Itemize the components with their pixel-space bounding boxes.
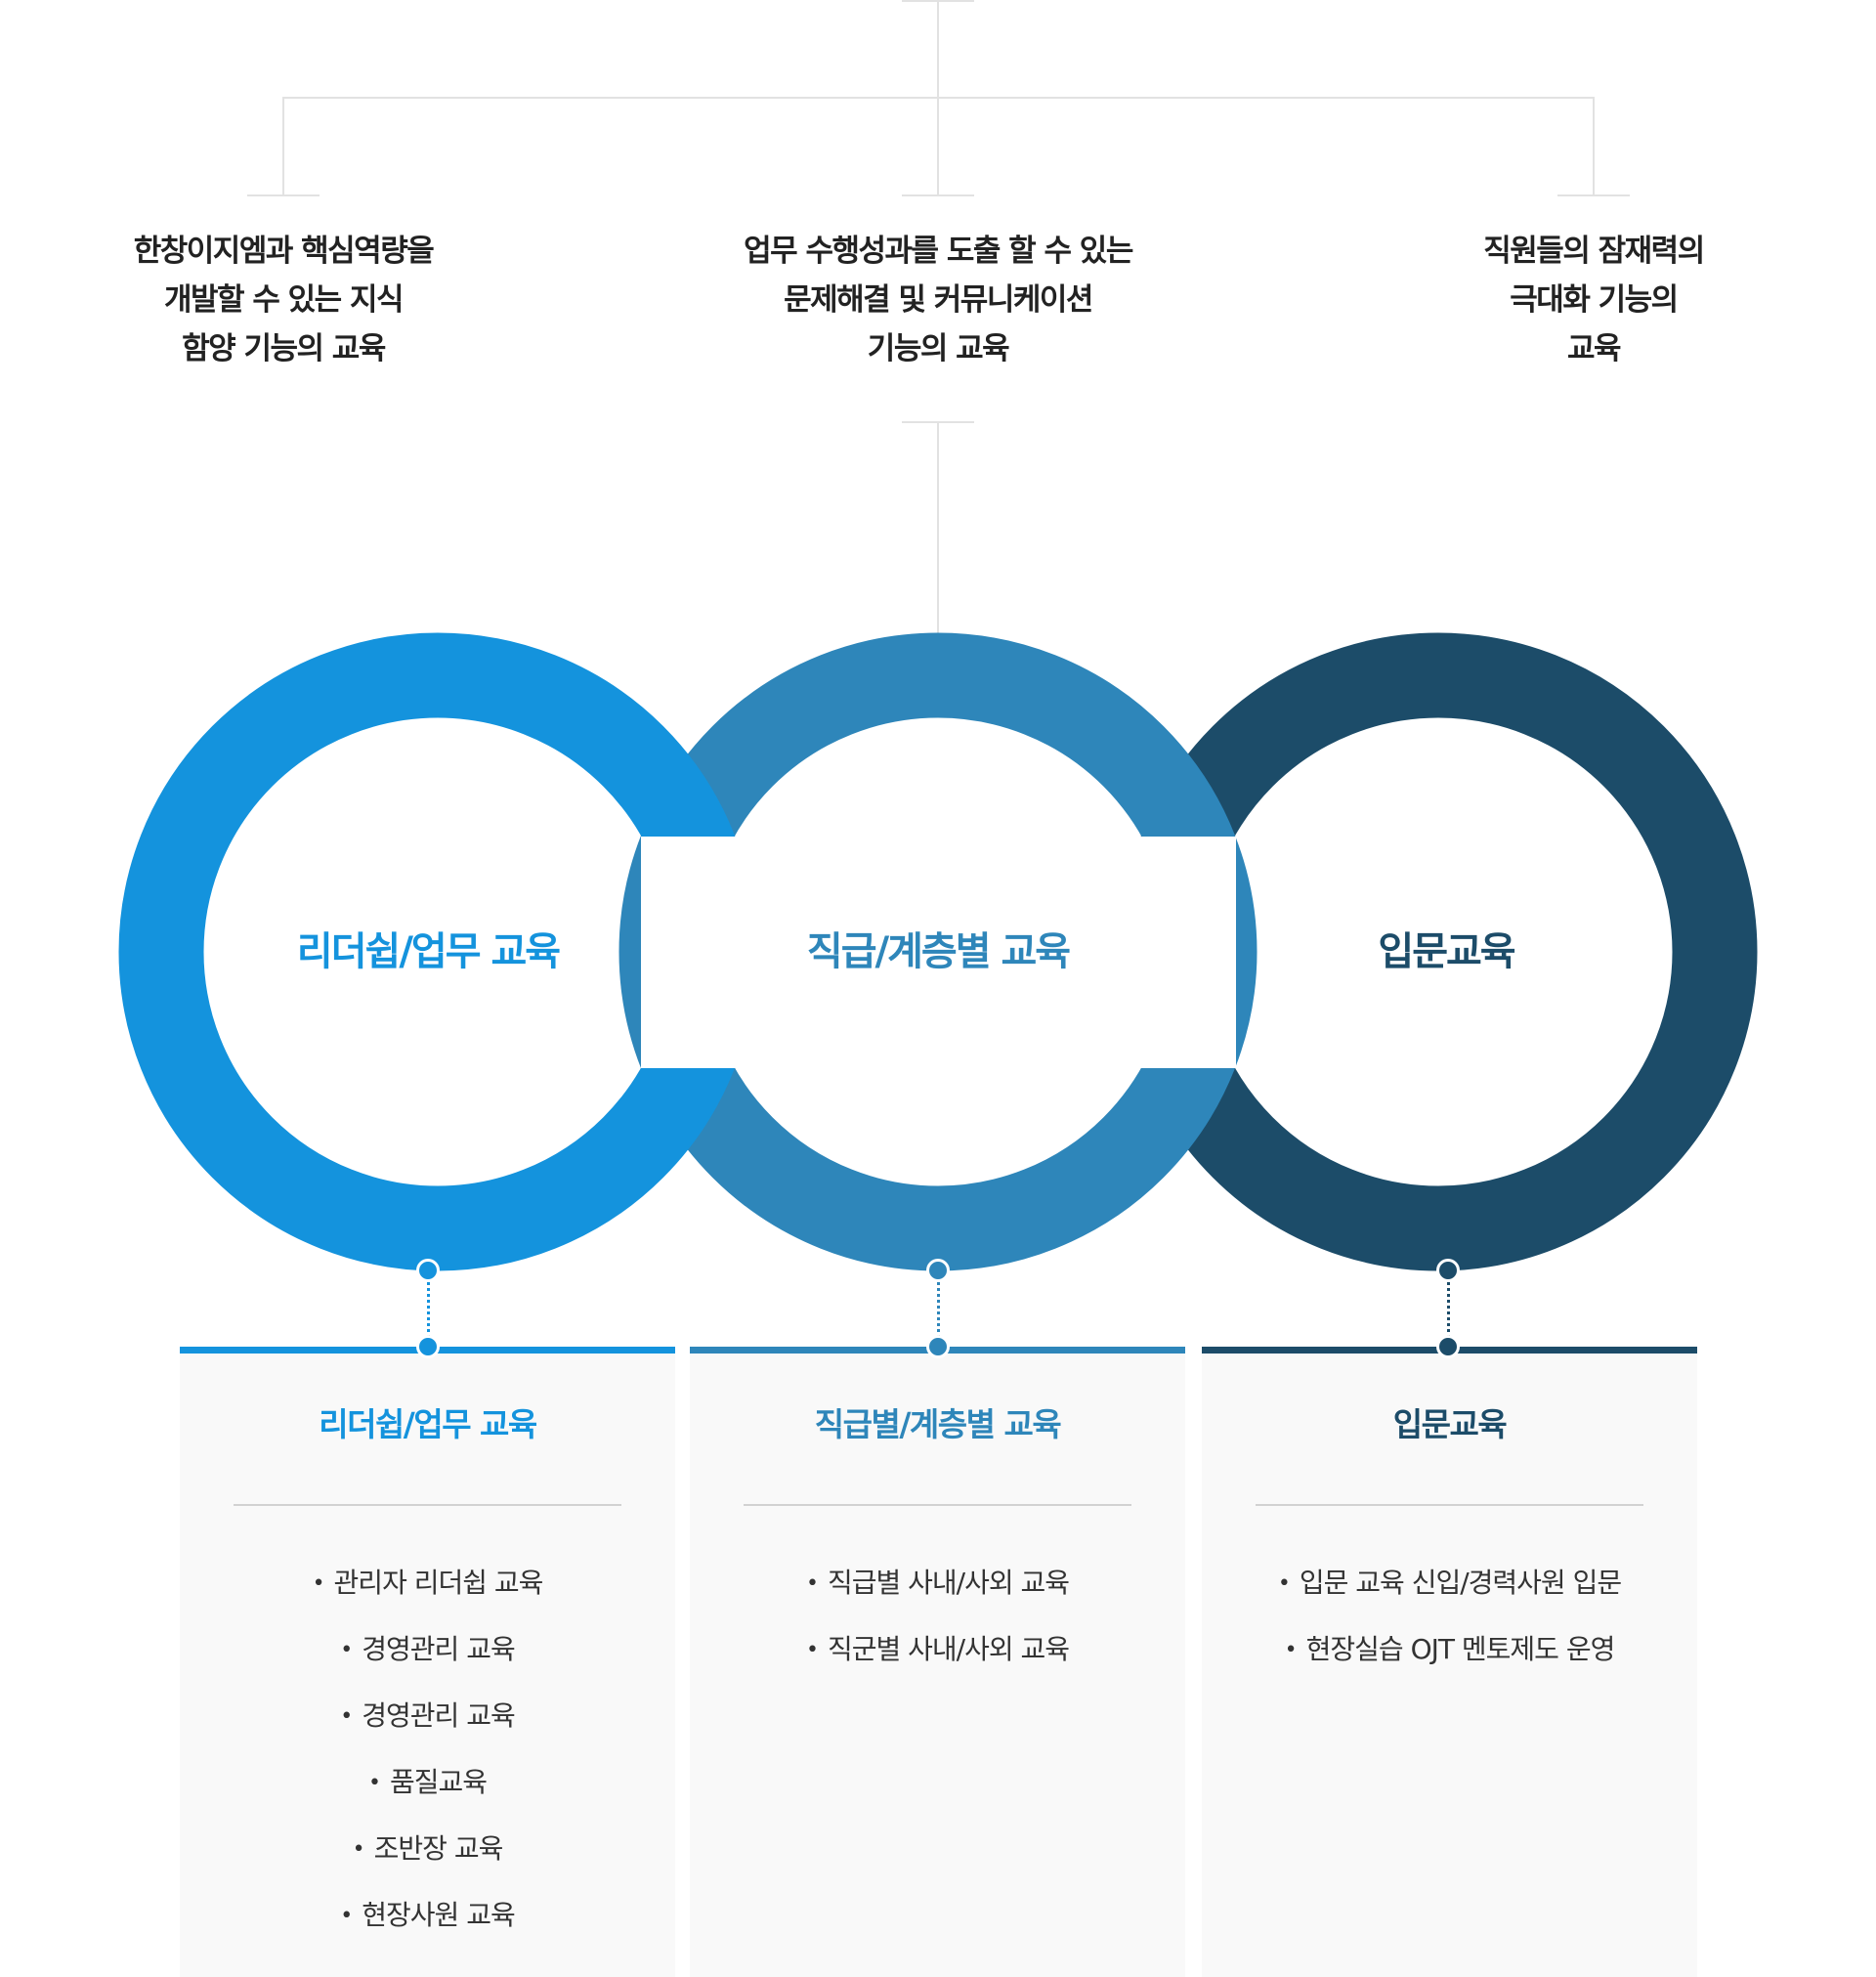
bullet-icon: • (805, 1638, 819, 1662)
tree-tick-center (902, 194, 974, 196)
tree-tick-left (247, 194, 320, 196)
ring-label-intro: 입문교육 (1378, 929, 1515, 974)
goal-line: 문제해결 및 커뮤니케이션 (784, 282, 1093, 318)
goal-performance: 업무 수행성과를 도출 할 수 있는 문제해결 및 커뮤니케이션 기능의 교육 (704, 227, 1172, 373)
bullet-icon: • (352, 1837, 365, 1862)
goal-line: 교육 (1566, 331, 1622, 366)
bullet-icon: • (805, 1571, 819, 1596)
goal-knowledge: 한창이지엠과 핵심역량을 개발할 수 있는 지식 함양 기능의 교육 (49, 227, 518, 373)
goal-line: 극대화 기능의 (1510, 282, 1679, 318)
goal-line: 개발할 수 있는 지식 (163, 282, 405, 318)
bullet-icon: • (1277, 1571, 1291, 1596)
bullet-icon: • (367, 1771, 381, 1795)
card-rank: 직급별/계층별 교육 •직급별 사내/사외 교육 •직군별 사내/사외 교육 (690, 1347, 1185, 1977)
goal-line: 업무 수행성과를 도출 할 수 있는 (744, 234, 1133, 269)
goal-line: 기능의 교육 (867, 331, 1010, 366)
list-item: •직급별 사내/사외 교육 (690, 1550, 1185, 1616)
card-anchor-dot-intro (1436, 1335, 1460, 1358)
card-title: 리더쉽/업무 교육 (319, 1405, 537, 1443)
card-divider (1256, 1504, 1643, 1506)
card-intro: 입문교육 •입문 교육 신입/경력사원 입문 •현장실습 OJT 멘토제도 운영 (1202, 1347, 1697, 1977)
list-item: •경영관리 교육 (180, 1683, 675, 1749)
ring-anchor-dot-rank (926, 1259, 950, 1282)
tree-tick-right (1557, 194, 1630, 196)
list-item: •현장사원 교육 (180, 1882, 675, 1949)
goal-line: 한창이지엠과 핵심역량을 (133, 234, 435, 269)
card-divider (744, 1504, 1131, 1506)
ring-link-stem (937, 421, 939, 634)
connector-intro (1447, 1275, 1450, 1344)
goal-potential: 직원들의 잠재력의 극대화 기능의 교육 (1359, 227, 1828, 373)
bullet-icon: • (312, 1571, 325, 1596)
list-item: •조반장 교육 (180, 1816, 675, 1882)
ring-anchor-dot-intro (1436, 1259, 1460, 1282)
bullet-icon: • (340, 1704, 353, 1729)
list-item: •입문 교육 신입/경력사원 입문 (1202, 1550, 1697, 1616)
tree-branch-right (1593, 97, 1595, 195)
list-item: •직군별 사내/사외 교육 (690, 1616, 1185, 1683)
list-item: •품질교육 (180, 1749, 675, 1816)
ring-label-leadership: 리더쉽/업무 교육 (296, 929, 561, 974)
card-list: •직급별 사내/사외 교육 •직군별 사내/사외 교육 (690, 1550, 1185, 1683)
goal-line: 함양 기능의 교육 (182, 331, 386, 366)
card-title: 입문교육 (1392, 1405, 1508, 1443)
card-list: •관리자 리더쉽 교육 •경영관리 교육 •경영관리 교육 •품질교육 •조반장… (180, 1550, 675, 1949)
bullet-icon: • (340, 1904, 353, 1928)
list-item: •관리자 리더쉽 교육 (180, 1550, 675, 1616)
connector-rank (937, 1275, 940, 1344)
connector-leadership (427, 1275, 430, 1344)
card-list: •입문 교육 신입/경력사원 입문 •현장실습 OJT 멘토제도 운영 (1202, 1550, 1697, 1683)
education-rings-diagram (118, 632, 1758, 1271)
ring-gap-band (641, 837, 1236, 1068)
ring-anchor-dot-leadership (416, 1259, 440, 1282)
tree-crossbar (282, 97, 1595, 99)
bullet-icon: • (340, 1638, 353, 1662)
card-leadership: 리더쉽/업무 교육 •관리자 리더쉽 교육 •경영관리 교육 •경영관리 교육 … (180, 1347, 675, 1977)
tree-branch-left (282, 97, 284, 195)
list-item: •경영관리 교육 (180, 1616, 675, 1683)
ring-label-rank: 직급/계층별 교육 (806, 929, 1071, 974)
bullet-icon: • (1284, 1638, 1298, 1662)
card-anchor-dot-rank (926, 1335, 950, 1358)
card-title: 직급별/계층별 교육 (814, 1405, 1062, 1443)
card-anchor-dot-leadership (416, 1335, 440, 1358)
goal-line: 직원들의 잠재력의 (1483, 234, 1705, 269)
card-divider (234, 1504, 621, 1506)
list-item: •현장실습 OJT 멘토제도 운영 (1202, 1616, 1697, 1683)
